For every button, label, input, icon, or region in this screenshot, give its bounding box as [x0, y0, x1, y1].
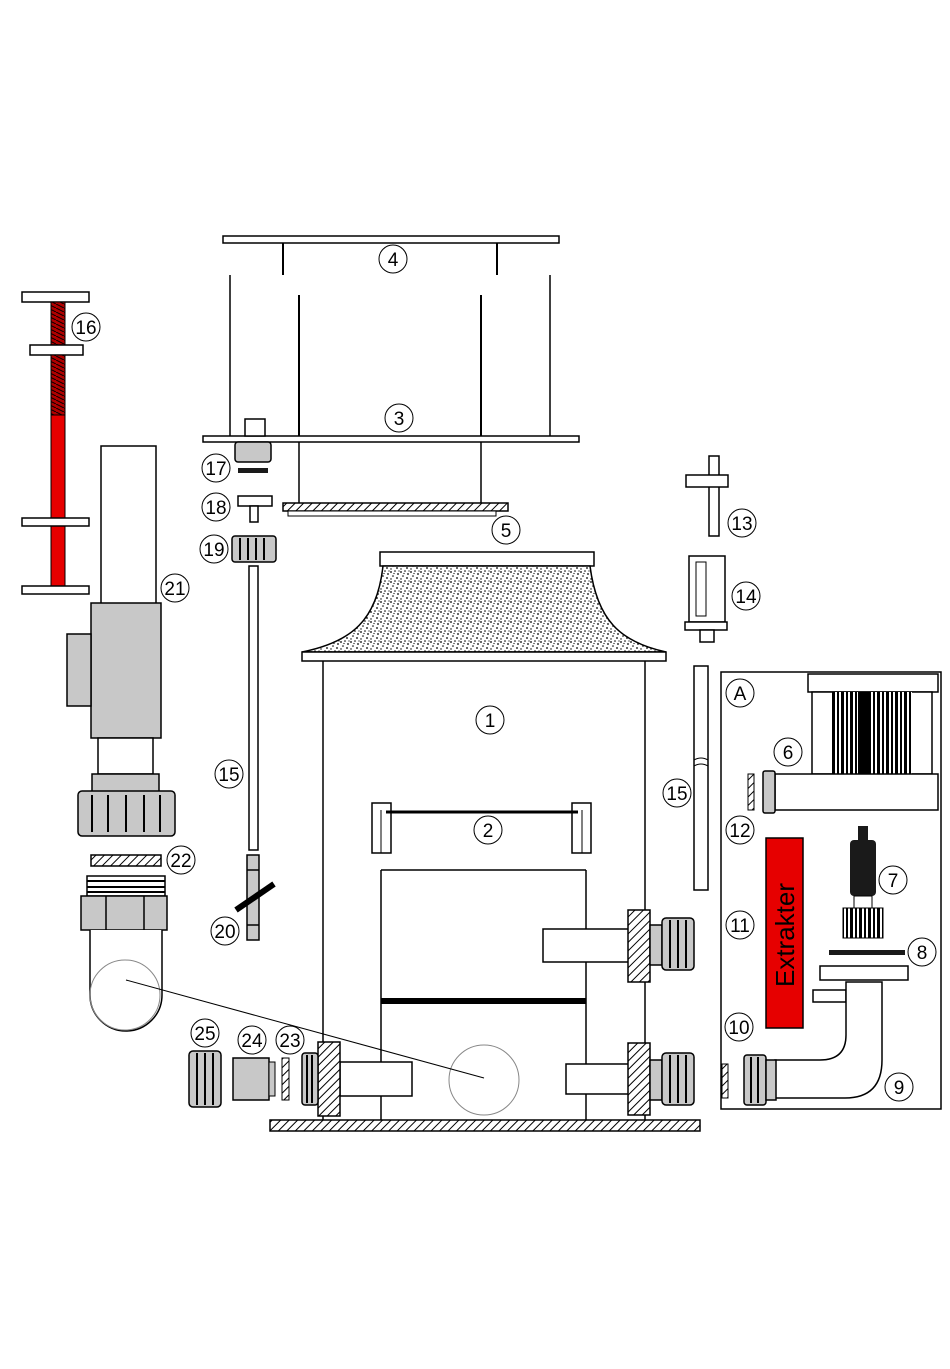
- svg-text:A: A: [734, 684, 747, 705]
- nut-part-19: [232, 536, 276, 562]
- callout-15-left: 15: [215, 760, 243, 788]
- svg-text:3: 3: [394, 409, 405, 430]
- callout-17: 17: [202, 454, 230, 482]
- ring-part-23: [282, 1058, 289, 1100]
- svg-text:9: 9: [894, 1078, 905, 1099]
- extractor-kit-box-A: Extrakter: [721, 672, 941, 1109]
- svg-text:15: 15: [666, 784, 687, 805]
- connector-part-14: [685, 556, 727, 642]
- callout-8: 8: [908, 938, 936, 966]
- callout-7: 7: [879, 866, 907, 894]
- seal-ring-part-22: [91, 855, 161, 866]
- svg-text:4: 4: [388, 250, 399, 271]
- callout-18: 18: [202, 493, 230, 521]
- svg-text:11: 11: [730, 916, 750, 937]
- svg-text:12: 12: [729, 821, 750, 842]
- callout-A: A: [726, 679, 754, 707]
- outlet-pipe-part-21: [67, 446, 175, 836]
- svg-text:22: 22: [170, 851, 191, 872]
- callout-23: 23: [276, 1026, 304, 1054]
- svg-text:8: 8: [917, 943, 928, 964]
- svg-text:5: 5: [501, 521, 512, 542]
- svg-text:14: 14: [735, 587, 757, 608]
- svg-text:25: 25: [194, 1024, 215, 1045]
- callout-10: 10: [725, 1013, 753, 1041]
- callout-14: 14: [732, 582, 760, 610]
- svg-text:15: 15: [218, 765, 239, 786]
- svg-text:24: 24: [241, 1031, 263, 1052]
- svg-text:2: 2: [483, 821, 494, 842]
- svg-text:7: 7: [888, 871, 899, 892]
- callout-21: 21: [161, 574, 189, 602]
- fitting-part-17: [235, 442, 271, 473]
- threaded-fitting-left: [81, 876, 167, 1031]
- svg-text:1: 1: [485, 711, 496, 732]
- sleeve-part-24: [233, 1058, 275, 1100]
- svg-text:10: 10: [728, 1018, 749, 1039]
- callout-24: 24: [238, 1026, 266, 1054]
- callout-25: 25: [191, 1019, 219, 1047]
- svg-text:13: 13: [731, 514, 752, 535]
- callout-1: 1: [476, 706, 504, 734]
- nut-part-25: [189, 1051, 221, 1107]
- callout-5: 5: [492, 516, 520, 544]
- svg-text:21: 21: [164, 579, 185, 600]
- body-port-lower-right: [566, 1043, 694, 1115]
- callout-6: 6: [774, 738, 802, 766]
- callout-2: 2: [474, 816, 502, 844]
- callout-15-right: 15: [663, 779, 691, 807]
- callout-3: 3: [385, 404, 413, 432]
- svg-text:23: 23: [279, 1031, 300, 1052]
- washer-part-18: [238, 496, 272, 522]
- extractor-label-text: Extrakter: [770, 883, 800, 987]
- air-valve-part-20: [236, 855, 274, 940]
- svg-text:18: 18: [205, 498, 226, 519]
- body-port-lower-left: [302, 1042, 412, 1116]
- callout-13: 13: [728, 509, 756, 537]
- tube-part-13: [686, 456, 728, 536]
- callout-22: 22: [167, 846, 195, 874]
- air-tube-part-15-left: [249, 566, 258, 850]
- ring-part-8: [829, 950, 905, 955]
- svg-text:16: 16: [75, 318, 96, 339]
- washer-part-12: [748, 774, 754, 810]
- callout-19: 19: [200, 535, 228, 563]
- callout-16: 16: [72, 313, 100, 341]
- callout-20: 20: [211, 917, 239, 945]
- svg-text:6: 6: [783, 743, 794, 764]
- svg-text:20: 20: [214, 922, 235, 943]
- callout-9: 9: [885, 1073, 913, 1101]
- svg-text:19: 19: [203, 540, 224, 561]
- tube-part-15-right: [694, 666, 708, 890]
- callout-11: 11: [726, 911, 754, 939]
- callout-12: 12: [726, 816, 754, 844]
- callout-4: 4: [379, 245, 407, 273]
- body-port-upper-right: [543, 910, 694, 982]
- cup-insert-part-5: [283, 503, 508, 516]
- svg-text:17: 17: [205, 459, 226, 480]
